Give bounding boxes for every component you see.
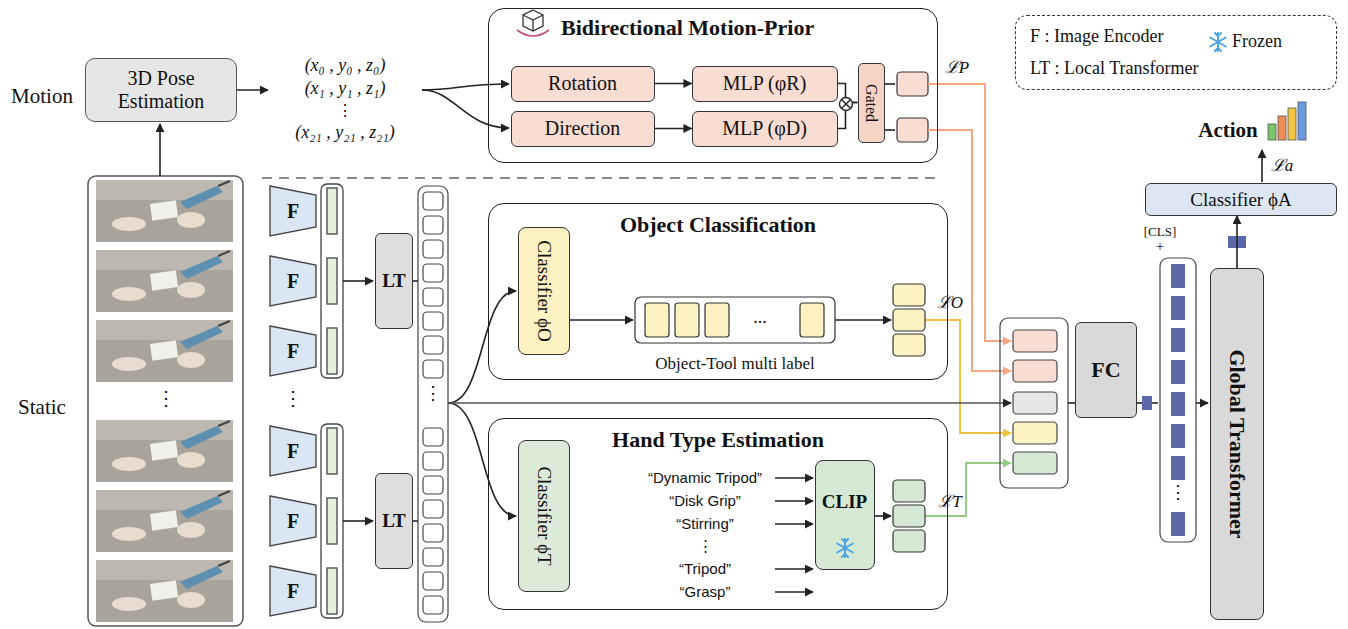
box-text: FC bbox=[1091, 357, 1120, 382]
output-label: Action bbox=[1198, 119, 1258, 142]
branch-label: Motion bbox=[11, 85, 73, 108]
box-text: CLIP bbox=[822, 491, 867, 513]
box-text: Classifier ϕT bbox=[533, 466, 555, 565]
trapezoid-outline bbox=[270, 186, 316, 236]
multiply-symbol bbox=[840, 98, 853, 111]
class-prompt: “Dynamic Tripod” bbox=[648, 470, 762, 487]
encoder-trapezoid: F bbox=[270, 566, 316, 616]
box-text: MLP (φD) bbox=[722, 117, 807, 140]
token-column bbox=[418, 186, 448, 622]
video-frames bbox=[88, 176, 243, 626]
box-text: F bbox=[287, 510, 299, 533]
classifier-box: Classifier ϕT bbox=[518, 440, 570, 592]
ellipsis: ⋮ bbox=[156, 387, 176, 409]
box-text: F bbox=[287, 580, 299, 603]
token-label: [CLS] bbox=[1144, 225, 1177, 239]
module-panel: Object ClassificationClassifier ϕO bbox=[488, 203, 948, 380]
snowflake-icon bbox=[1210, 33, 1226, 51]
cube-icon bbox=[517, 10, 549, 36]
connector-arrow bbox=[655, 128, 692, 130]
legend-box: F : Image Encoder LT : Local Transformer bbox=[1015, 15, 1337, 90]
box-text: Classifier ϕO bbox=[533, 240, 555, 341]
static-arrows bbox=[343, 281, 1011, 592]
ellipsis: ⋮ bbox=[283, 387, 303, 409]
box-text: MLP (φR) bbox=[723, 72, 807, 95]
classifier-box: Classifier ϕO bbox=[518, 227, 570, 355]
box-text: LT bbox=[382, 270, 406, 292]
branch-label: Static bbox=[18, 396, 66, 419]
legend-text: Frozen bbox=[1232, 32, 1282, 52]
concat-stack bbox=[1000, 318, 1068, 488]
box-text: F : Image Encoder bbox=[1030, 26, 1163, 47]
transformer-box: LT bbox=[375, 473, 413, 569]
panel-heading: Bidirectional Motion-Prior bbox=[561, 15, 814, 40]
coordinate-label: (x₁ , y₁ , z₁) bbox=[305, 79, 386, 99]
fc-box: FC bbox=[1075, 322, 1137, 418]
module-panel: Bidirectional Motion-PriorRotationMLP (φ… bbox=[488, 8, 938, 163]
trapezoid-outline bbox=[270, 496, 316, 546]
ellipsis: ⋮ bbox=[698, 538, 713, 555]
process-box: 3D Pose Estimation bbox=[85, 58, 237, 122]
ellipsis: ... bbox=[753, 308, 767, 328]
transformer-box: Global Transformer bbox=[1210, 268, 1264, 620]
ellipsis: ⋮ bbox=[1169, 483, 1187, 503]
loss-label: ℒa bbox=[1271, 157, 1294, 176]
object-label-chain bbox=[635, 284, 925, 356]
process-box: Rotation bbox=[511, 66, 655, 102]
encoder-trapezoid: F bbox=[270, 256, 316, 306]
mlp-box: MLP (φD) bbox=[692, 111, 838, 147]
box-text: Classifier ϕA bbox=[1190, 189, 1291, 211]
coordinate-label: (x₀ , y₀ , z₀) bbox=[305, 56, 386, 76]
connector-arrow bbox=[1236, 216, 1238, 268]
feature-columns bbox=[321, 184, 343, 618]
box-text: F bbox=[287, 200, 299, 223]
box-text: F bbox=[287, 340, 299, 363]
loss-label: ℒP bbox=[945, 59, 969, 78]
transformer-box: LT bbox=[375, 233, 413, 329]
gate-box: Gated bbox=[858, 63, 885, 143]
snowflake-icon bbox=[837, 539, 853, 557]
encoder-trapezoid: F bbox=[270, 326, 316, 376]
mlp-box: MLP (φR) bbox=[692, 66, 838, 102]
box-text: Rotation bbox=[548, 72, 617, 95]
class-prompt: “Tripod” bbox=[679, 561, 731, 578]
trapezoid-outline bbox=[270, 326, 316, 376]
token-label: + bbox=[1156, 239, 1164, 254]
class-prompt: “Stirring” bbox=[676, 516, 734, 533]
process-box: Direction bbox=[511, 111, 655, 147]
divider-line bbox=[262, 177, 935, 179]
module-panel: Hand Type EstimationClassifier ϕTCLIP bbox=[488, 418, 948, 610]
encoder-trapezoid: F bbox=[270, 496, 316, 546]
encoder-trapezoid: F bbox=[270, 186, 316, 236]
loss-label: ℒO bbox=[937, 294, 963, 313]
action-bars-icon bbox=[1268, 102, 1306, 140]
encoder-trapezoid: F bbox=[270, 426, 316, 476]
box-text: Direction bbox=[545, 117, 621, 140]
box-text: 3D Pose Estimation bbox=[86, 67, 236, 113]
loss-label: ℒT bbox=[938, 493, 961, 512]
caption-label: Object-Tool multi label bbox=[655, 355, 814, 374]
hand-output bbox=[893, 480, 925, 552]
connector-arrow bbox=[655, 83, 692, 85]
connector-arrow bbox=[838, 103, 858, 129]
box-text: LT : Local Transformer bbox=[1030, 58, 1199, 79]
frozen-model-box: CLIP bbox=[815, 460, 875, 570]
classifier-box: Classifier ϕA bbox=[1145, 183, 1337, 216]
box-text: LT bbox=[382, 510, 406, 532]
ellipsis: ⋮ bbox=[337, 102, 353, 120]
class-prompt: “Grasp” bbox=[680, 584, 731, 601]
box-text: Gated bbox=[862, 83, 880, 121]
ellipsis: ⋮ bbox=[424, 384, 442, 404]
trapezoid-outline bbox=[270, 426, 316, 476]
class-prompt: “Disk Grip” bbox=[669, 493, 741, 510]
box-text: F bbox=[287, 270, 299, 293]
trapezoid-outline bbox=[270, 566, 316, 616]
motion-output bbox=[897, 72, 928, 142]
box-text: F bbox=[287, 440, 299, 463]
connector-arrow bbox=[838, 84, 858, 103]
box-text: Global Transformer bbox=[1224, 349, 1249, 538]
trapezoid-outline bbox=[270, 256, 316, 306]
coordinate-label: (x₂₁ , y₂₁ , z₂₁) bbox=[295, 123, 395, 143]
